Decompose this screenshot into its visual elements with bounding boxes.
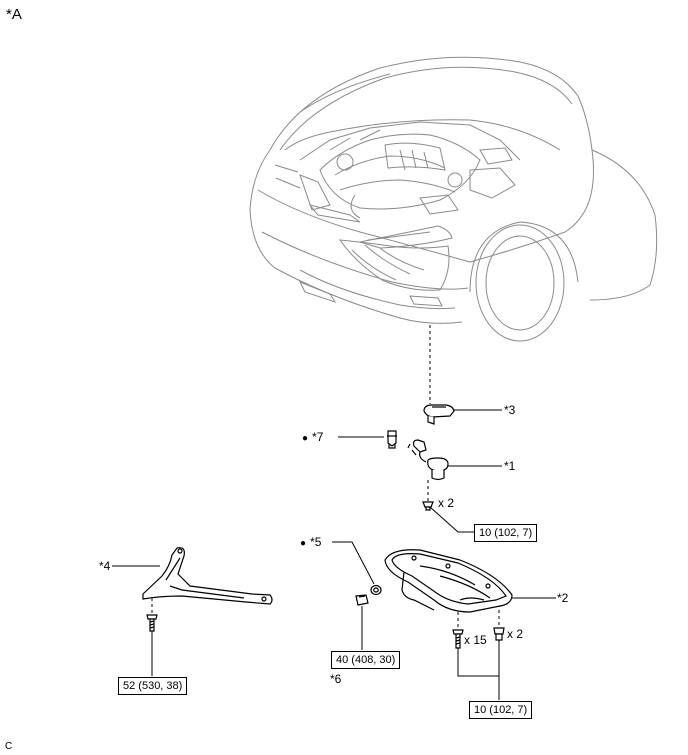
sensor-bolt [422,501,434,511]
callout-7: *7 [312,430,324,444]
torque-brace-bolt: 52 (530, 38) [118,677,188,695]
leader-5 [332,541,375,585]
pan-nuts [493,627,505,641]
pan-bolts [452,629,464,649]
callout-1: *1 [504,459,516,473]
callout-3: *3 [504,403,516,417]
torque-pan-bolts: 10 (102, 7) [469,701,533,719]
quantity-pan-bolts: x 15 [464,633,487,647]
bullet-5: ● [300,538,307,549]
callout-6: *6 [330,672,342,686]
torque-sensor-bolt: 10 (102, 7) [474,524,538,542]
part-4-brace [142,547,273,605]
brace-bolt [146,614,158,632]
part-7-clip [387,430,397,449]
quantity-sensor-bolt: x 2 [438,496,455,510]
part-6-drain-plug [355,594,369,606]
callout-5: *5 [310,535,322,549]
callout-5-group: ●*5 [300,535,321,551]
leader-lines [112,325,556,700]
part-2-oil-pan [384,549,513,613]
part-3-fuel-tube [423,404,455,425]
vehicle-illustration [249,56,658,342]
part-5-gasket [370,584,382,596]
torque-drain-plug: 40 (408, 30) [331,651,401,669]
callout-4: *4 [99,559,111,573]
part-1-oil-level-sensor [407,439,449,481]
view-label: *A [6,6,22,23]
quantity-pan-nuts: x 2 [507,627,524,641]
leader-sensor-torque [429,506,474,533]
corner-code: C [5,741,13,752]
callout-2: *2 [557,591,569,605]
leader-pan-torque-bracket [457,640,500,677]
bullet-7: ● [302,433,309,444]
callout-7-group: ●*7 [302,430,323,446]
